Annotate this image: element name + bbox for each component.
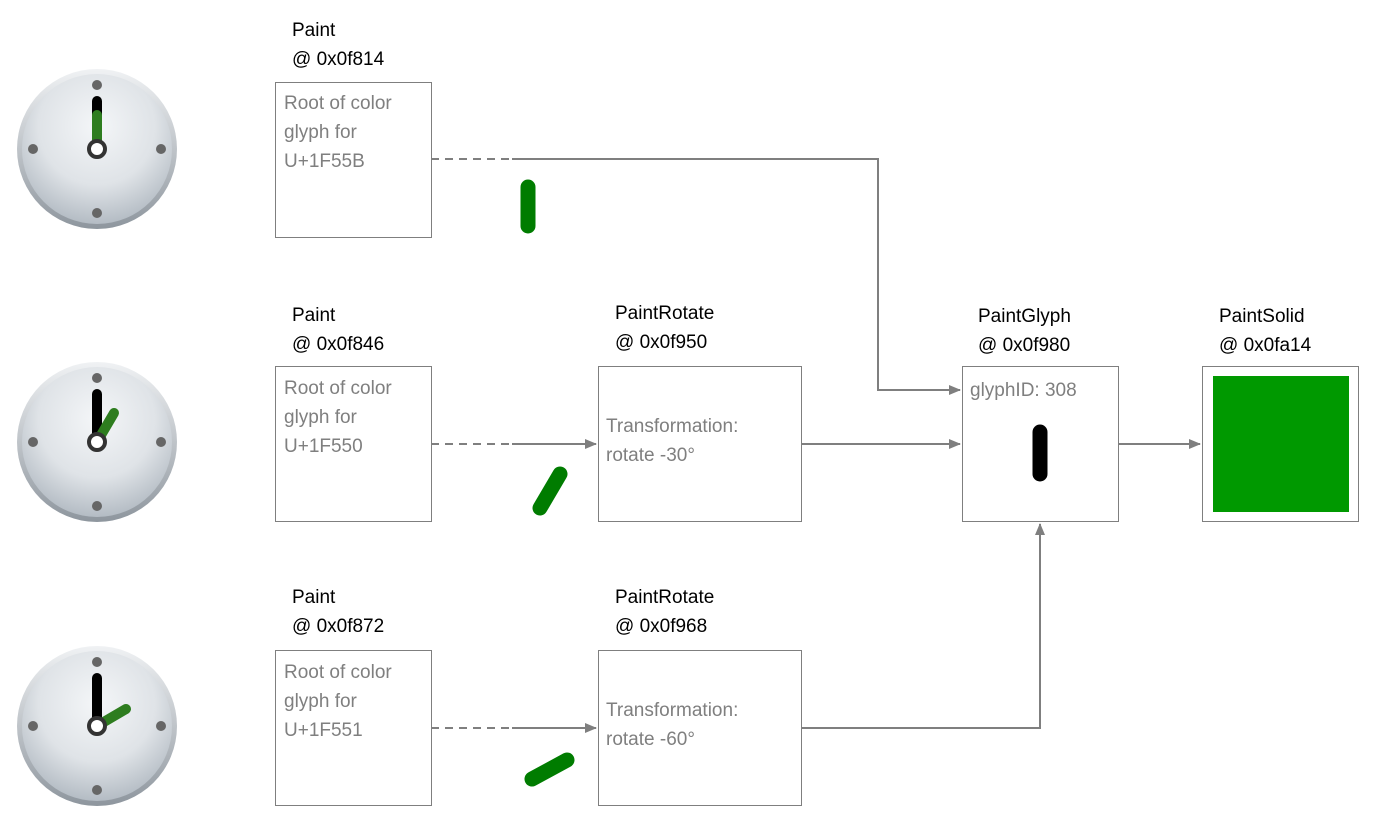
paint-node-1-label: Paint @ 0x0f814 bbox=[292, 16, 384, 74]
rotate-node-1-text: Transformation: rotate -30° bbox=[606, 412, 738, 470]
green-hand-30-icon bbox=[532, 466, 568, 516]
node-address: @ 0x0f814 bbox=[292, 49, 385, 70]
clock-icon-0 bbox=[17, 69, 177, 229]
solid-node-label: PaintSolid @ 0x0fa14 bbox=[1219, 302, 1311, 360]
paint-node-2-label: Paint @ 0x0f846 bbox=[292, 301, 384, 359]
clock-icon-60 bbox=[17, 646, 177, 806]
node-line: glyph for bbox=[284, 122, 357, 143]
node-address: @ 0x0fa14 bbox=[1219, 335, 1312, 356]
paint-node-3-text: Root of color glyph for U+1F551 bbox=[284, 658, 392, 745]
node-title: PaintRotate bbox=[615, 587, 715, 608]
node-address: @ 0x0f968 bbox=[615, 616, 708, 637]
node-address: @ 0x0f980 bbox=[978, 335, 1071, 356]
glyph-node-label: PaintGlyph @ 0x0f980 bbox=[978, 302, 1071, 360]
node-line: Transformation: bbox=[606, 416, 739, 437]
glyph-node-box bbox=[962, 366, 1119, 522]
node-line: Transformation: bbox=[606, 700, 739, 721]
rotate-node-1-box bbox=[598, 366, 802, 522]
node-address: @ 0x0f846 bbox=[292, 334, 385, 355]
rotate-node-2-label: PaintRotate @ 0x0f968 bbox=[615, 583, 714, 641]
paint-node-2-box bbox=[275, 366, 432, 522]
node-line: U+1F550 bbox=[284, 436, 363, 457]
node-title: Paint bbox=[292, 587, 336, 608]
node-title: PaintRotate bbox=[615, 303, 715, 324]
glyph-node-text: glyphID: 308 bbox=[970, 380, 1077, 401]
node-title: Paint bbox=[292, 305, 336, 326]
paint-node-1-box bbox=[275, 82, 432, 238]
paint-node-3-box bbox=[275, 650, 432, 806]
connector-rotate2-to-glyph bbox=[801, 523, 1045, 729]
rotate-node-2-box bbox=[598, 650, 802, 806]
node-line: U+1F55B bbox=[284, 151, 365, 172]
node-line: rotate -60° bbox=[606, 729, 695, 750]
node-line: glyph for bbox=[284, 407, 357, 428]
node-address: @ 0x0f950 bbox=[615, 332, 708, 353]
node-line: Root of color bbox=[284, 93, 392, 114]
node-title: Paint bbox=[292, 20, 336, 41]
node-line: Root of color bbox=[284, 662, 392, 683]
node-title: PaintSolid bbox=[1219, 306, 1305, 327]
rotate-node-1-label: PaintRotate @ 0x0f950 bbox=[615, 299, 714, 357]
paint-node-3-label: Paint @ 0x0f872 bbox=[292, 583, 384, 641]
node-line: U+1F551 bbox=[284, 720, 363, 741]
paint-node-1-text: Root of color glyph for U+1F55B bbox=[284, 89, 392, 176]
solid-color-swatch bbox=[1213, 376, 1349, 512]
node-title: PaintGlyph bbox=[978, 306, 1071, 327]
clock-icon-30 bbox=[17, 362, 177, 522]
node-line: rotate -30° bbox=[606, 445, 695, 466]
node-address: @ 0x0f872 bbox=[292, 616, 385, 637]
node-line: glyph for bbox=[284, 691, 357, 712]
green-hand-60-icon bbox=[524, 752, 575, 787]
rotate-node-2-text: Transformation: rotate -60° bbox=[606, 696, 738, 754]
node-line: Root of color bbox=[284, 378, 392, 399]
paint-node-2-text: Root of color glyph for U+1F550 bbox=[284, 374, 392, 461]
connector-paint1-to-glyph bbox=[431, 158, 961, 395]
